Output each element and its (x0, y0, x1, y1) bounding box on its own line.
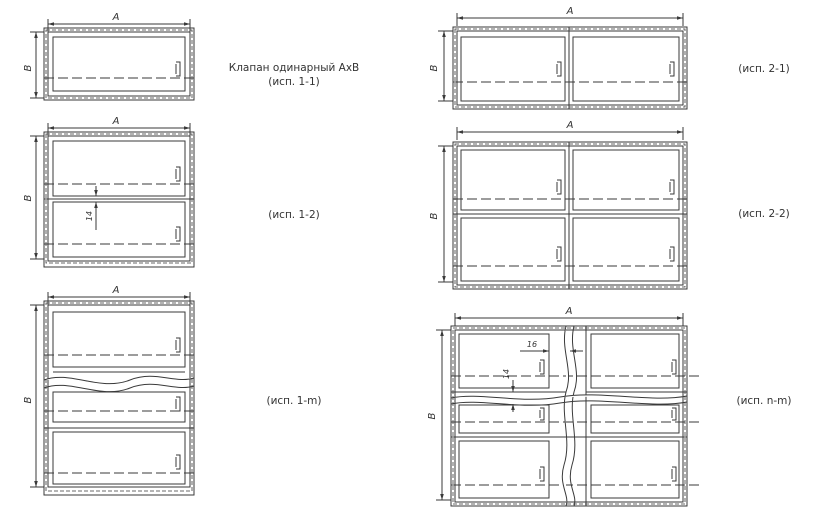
variant-1-2-dim-14: 14 (85, 211, 94, 221)
variant-2-2-caption: (исп. 2-2) (738, 208, 789, 220)
variant-n-m-caption: (исп. n-m) (736, 395, 791, 407)
variant-1-1-caption: Клапан одинарный АхВ (229, 62, 360, 74)
variant-2-1-dim-b: B (429, 64, 440, 71)
variant-2-1-dim-a: A (566, 6, 574, 17)
variant-1-1-drawing (30, 19, 195, 101)
variant-n-m-drawing (436, 313, 700, 507)
variant-n-m-dim-b: B (427, 412, 438, 419)
variant-1-1-caption-sub: (исп. 1-1) (268, 76, 319, 88)
variant-2-1-caption: (исп. 2-1) (738, 63, 789, 75)
variant-1-2-drawing (30, 123, 195, 268)
variant-n-m-dim-16: 16 (527, 340, 537, 349)
variant-1-1-dim-a: A (112, 12, 120, 23)
variant-1-m-dim-a: A (112, 285, 120, 296)
variant-2-2-drawing (438, 127, 688, 290)
variant-1-m-caption: (исп. 1-m) (266, 395, 321, 407)
variant-1-m-dim-b: B (23, 396, 34, 403)
variant-1-m-drawing (30, 292, 195, 496)
variant-2-2-dim-a: A (566, 120, 574, 131)
variant-1-2-caption: (исп. 1-2) (268, 209, 319, 221)
variant-1-2-dim-a: A (112, 116, 120, 127)
variant-n-m-dim-14: 14 (502, 369, 511, 379)
variant-2-2-dim-b: B (429, 212, 440, 219)
variant-1-1-dim-b: B (23, 64, 34, 71)
variant-n-m-dim-a: A (565, 306, 573, 317)
variant-2-1-drawing (438, 13, 688, 110)
variant-1-2-dim-b: B (23, 194, 34, 201)
